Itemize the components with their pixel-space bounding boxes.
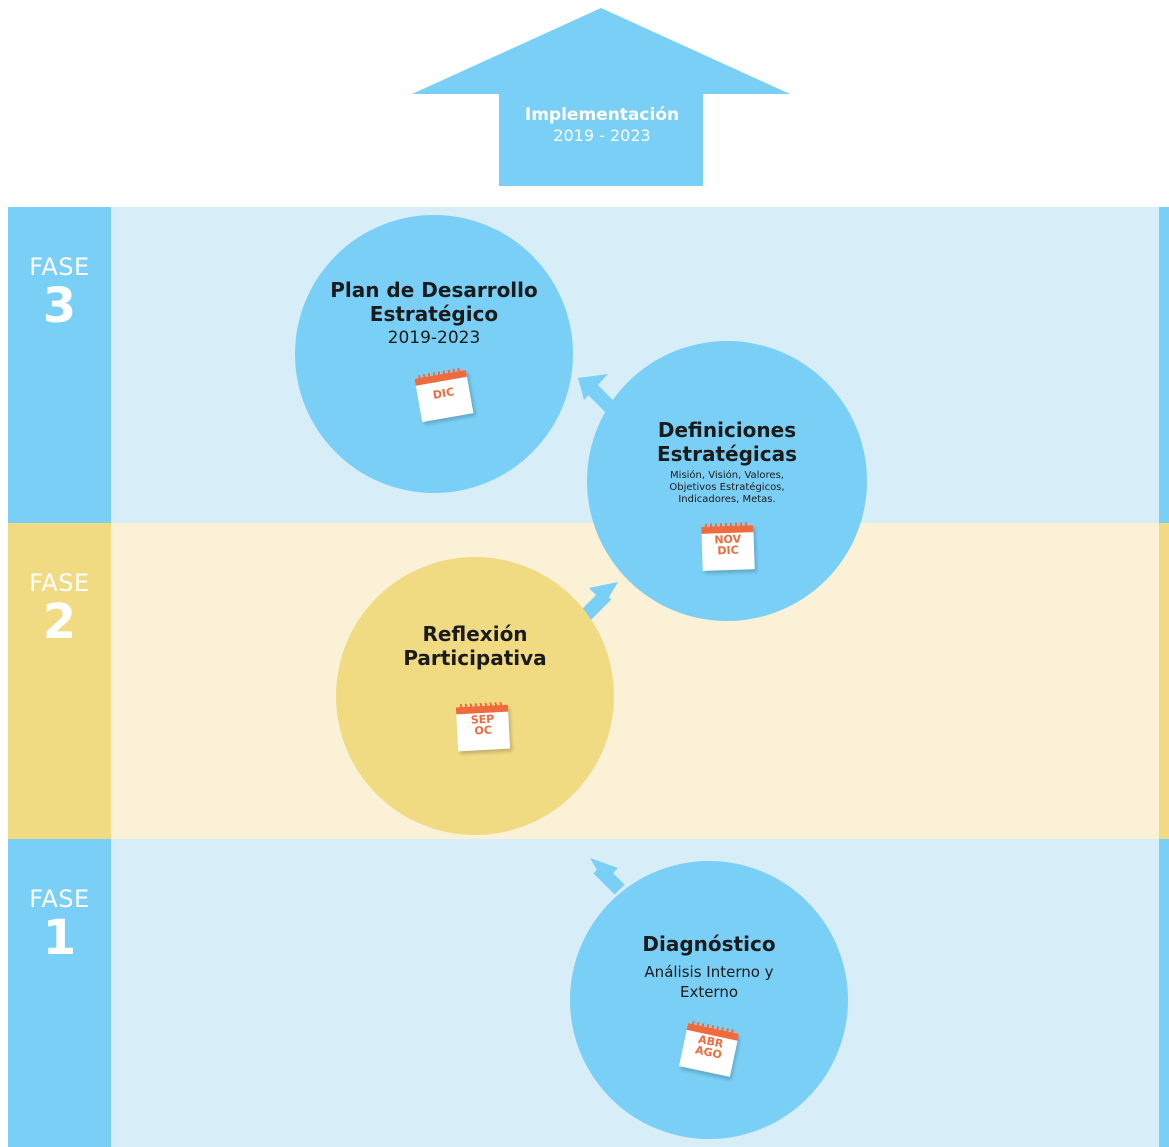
phase-2-label: FASE 2 [8,569,111,647]
implementation-arrow [412,8,790,186]
implementation-label: Implementación 2019 - 2023 [497,104,707,146]
phase-3-number: 3 [42,278,77,334]
phase-1-label: FASE 1 [8,885,111,963]
diagnostico-node [570,861,848,1139]
phase-1-tab [8,839,111,1147]
phase-2-tab [8,523,111,839]
calendar-icon: DIC [414,367,474,423]
phase-3-tab [8,207,111,523]
calendar-icon: SEP OC [455,701,511,752]
phase-2-word: FASE [29,569,90,597]
phase-1-word: FASE [29,885,90,913]
implementation-title: Implementación [524,105,680,125]
definiciones-node [587,341,867,621]
phase-2-number: 2 [42,594,77,650]
definiciones-title: Definiciones Estratégicas Misión, Visión… [656,418,798,505]
phase-1-number: 1 [42,910,77,966]
arrow-diagnostico-to-reflexion [590,858,625,895]
reflexion-node [336,557,614,835]
diagnostico-title: Diagnóstico Análisis Interno y Externo [642,932,776,1001]
implementation-years: 2019 - 2023 [553,126,651,145]
phase-3-label: FASE 3 [8,253,111,331]
reflexion-title: Reflexión Participativa [403,622,547,670]
plan-desarrollo-node [295,215,573,493]
calendar-icon: NOV DIC [701,522,755,571]
plan-desarrollo-title: Plan de Desarrollo Estratégico 2019-2023 [330,278,538,348]
phase-3-word: FASE [29,253,90,281]
